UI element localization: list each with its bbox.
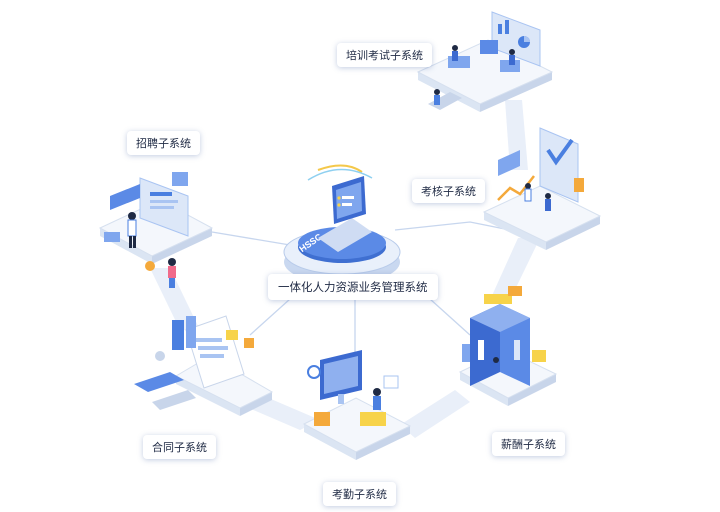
attend-node	[302, 350, 412, 460]
chart-board-icon	[491, 11, 541, 67]
salary-label[interactable]: 薪酬子系统	[492, 432, 565, 456]
connector-recruit	[211, 231, 291, 246]
training-label[interactable]: 培训考试子系统	[337, 43, 432, 67]
building-blocks-icon	[470, 304, 530, 386]
salary-node	[458, 286, 558, 406]
path-training-assess	[505, 100, 528, 170]
contract-node	[134, 315, 274, 416]
path-assess-salary	[490, 238, 540, 300]
recruit-node	[98, 172, 214, 288]
assess-label[interactable]: 考核子系统	[412, 179, 485, 203]
path-recruit-contract	[150, 268, 200, 330]
monitor-icon	[320, 350, 362, 404]
center-label[interactable]: 一体化人力资源业务管理系统	[268, 274, 438, 300]
attend-label[interactable]: 考勤子系统	[323, 482, 396, 506]
recruit-label[interactable]: 招聘子系统	[127, 131, 200, 155]
training-node	[416, 11, 554, 112]
assess-node	[482, 127, 602, 250]
checklist-icon	[539, 127, 579, 203]
laptop-icon	[318, 176, 372, 252]
document-board-icon	[139, 177, 189, 237]
contract-label[interactable]: 合同子系统	[143, 435, 216, 459]
path-attend-salary	[400, 390, 470, 438]
connector-assess	[394, 221, 511, 231]
center-platform: HSSC	[283, 164, 401, 284]
